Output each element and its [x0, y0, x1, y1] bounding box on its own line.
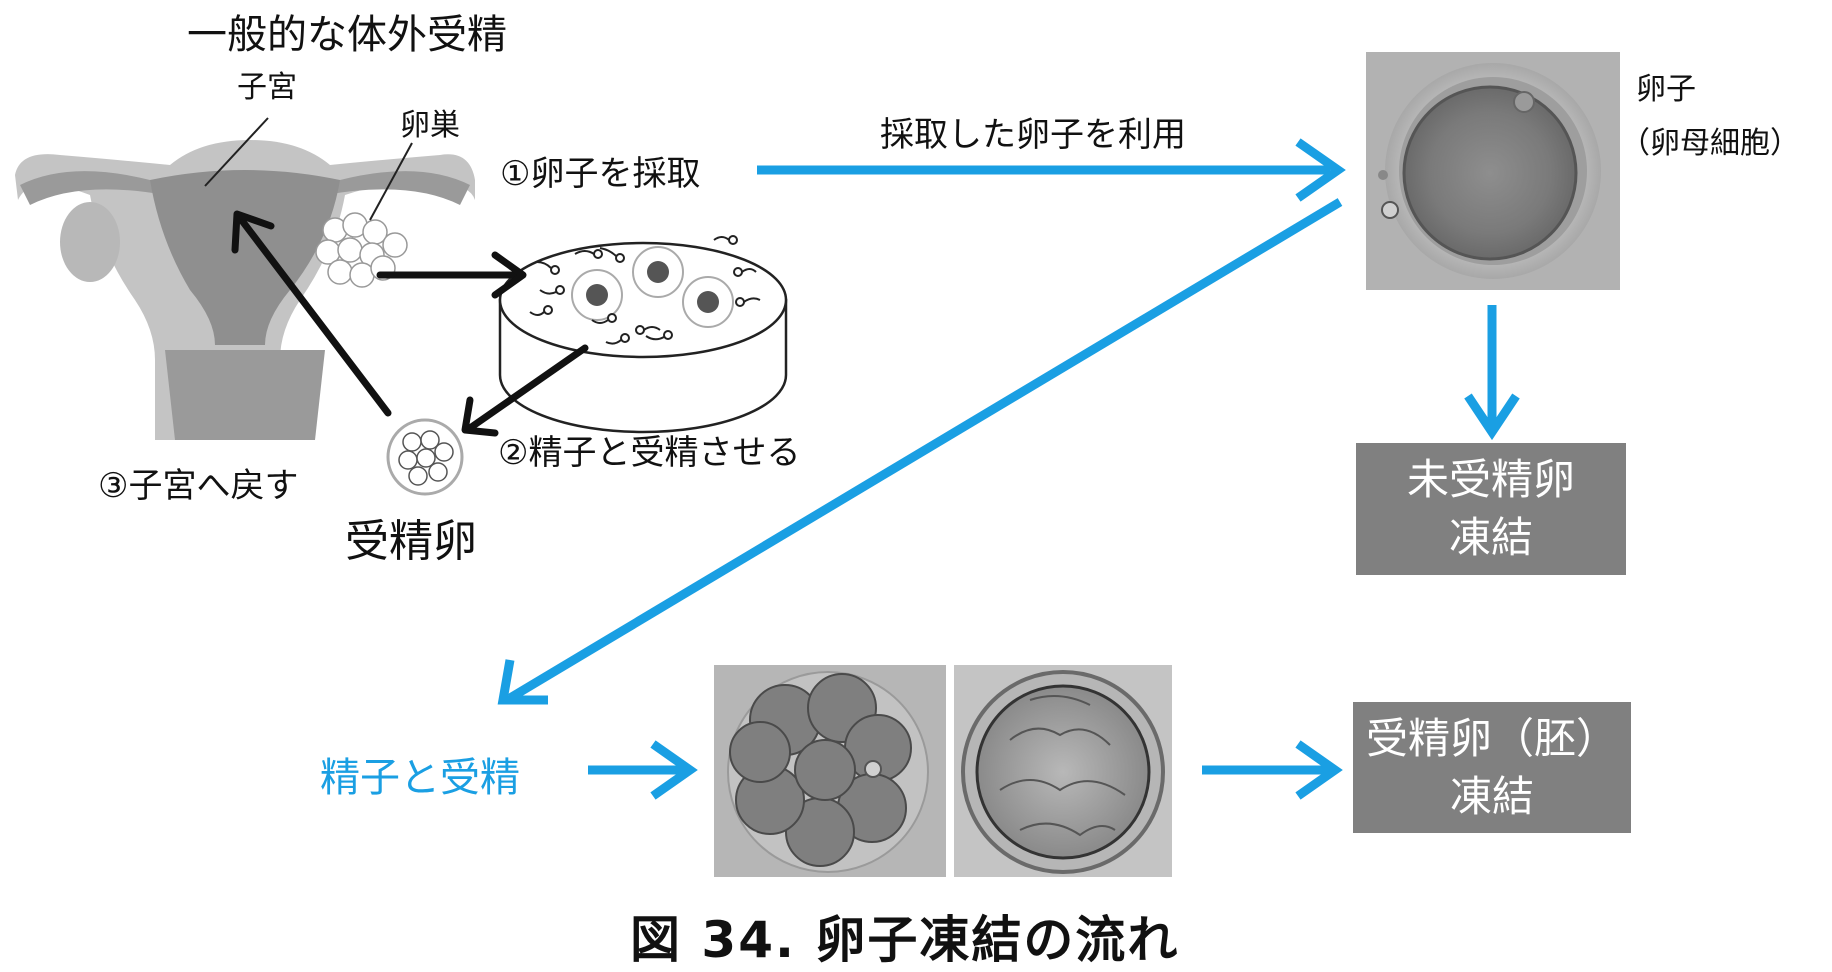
step3-label: ③子宮へ戻す — [98, 466, 299, 506]
embryo-box-line2: 凍結 — [1449, 771, 1534, 821]
embryo-freeze-box: 受精卵（胚） 凍結 — [1353, 702, 1631, 833]
fertilize-label: 精子と受精 — [320, 755, 520, 801]
uterus-cavity — [150, 170, 340, 345]
step2-label: ②精子と受精させる — [498, 433, 801, 473]
arrow-dish-to-egg — [466, 344, 589, 432]
black-arrows — [231, 210, 589, 437]
oocyte-sublabel: （卵母細胞） — [1620, 126, 1800, 161]
ovary-pointer — [369, 142, 413, 221]
ovary-follicles — [315, 212, 408, 288]
step1-label: ①卵子を採取 — [500, 154, 701, 194]
uterus-pointer — [204, 117, 269, 187]
arrow-oocyte-to-fertilize — [507, 198, 1343, 702]
use-egg-label: 採取した卵子を利用 — [880, 115, 1186, 155]
uterus-label: 子宮 — [237, 70, 297, 105]
blue-arrows — [497, 138, 1520, 800]
fallopian-tube-left — [20, 171, 165, 205]
dish-eggs — [571, 246, 734, 328]
cervix — [165, 350, 325, 440]
fallopian-tube-right — [325, 171, 470, 205]
blastocyst-micrograph — [954, 665, 1172, 877]
figure-caption: 図 34. 卵子凍結の流れ — [630, 911, 1180, 969]
unfertilized-box-line1: 未受精卵 — [1406, 455, 1575, 504]
unfertilized-box-line2: 凍結 — [1448, 513, 1533, 562]
petri-dish — [498, 235, 788, 434]
fertilized-egg-label: 受精卵 — [345, 516, 477, 567]
oocyte-label: 卵子 — [1636, 72, 1696, 107]
diagram-title: 一般的な体外受精 — [187, 12, 507, 58]
embryo-box-line1: 受精卵（胚） — [1365, 713, 1618, 763]
unfertilized-freeze-box: 未受精卵 凍結 — [1356, 443, 1626, 575]
ovary-label: 卵巣 — [400, 108, 460, 143]
eight-cell-embryo-micrograph — [714, 665, 946, 877]
uterus-illustration — [15, 140, 475, 440]
dish-sperm — [529, 235, 761, 345]
ovary-left — [60, 202, 120, 282]
fertilized-egg-illustration — [386, 418, 464, 496]
arrow-egg-to-uterus — [236, 214, 392, 417]
oocyte-micrograph — [1366, 52, 1620, 290]
